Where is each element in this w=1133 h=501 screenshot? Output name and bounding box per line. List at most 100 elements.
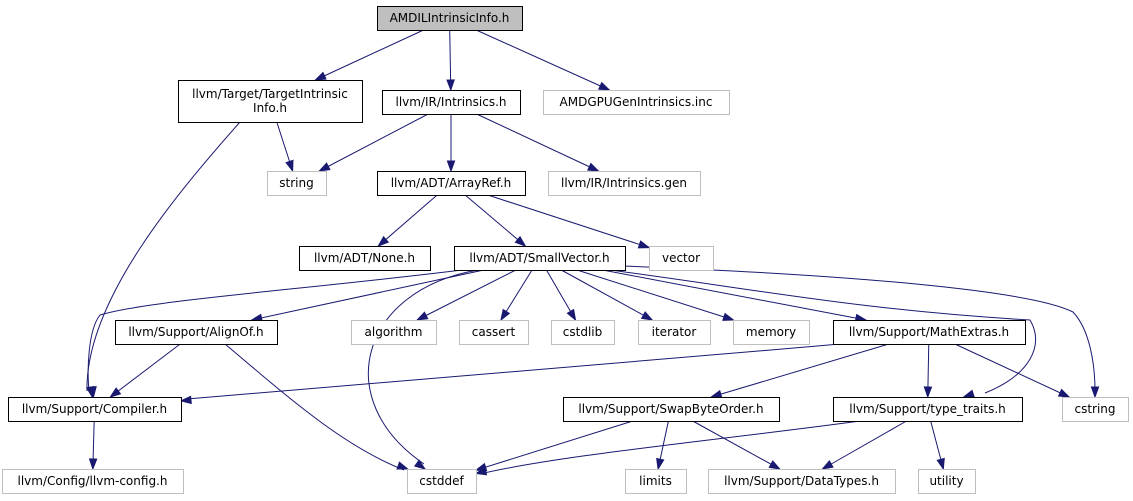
node-box <box>563 397 780 422</box>
node-label: llvm/ADT/SmallVector.h <box>469 251 609 265</box>
node-label: Info.h <box>253 101 287 115</box>
edge-arrowhead <box>587 162 600 172</box>
node-box <box>299 246 431 271</box>
edge-target-intrinsic-to-compiler <box>86 121 241 399</box>
node-arrayref[interactable]: llvm/ADT/ArrayRef.h <box>377 171 526 196</box>
node-iterator: iterator <box>638 320 711 345</box>
node-compiler[interactable]: llvm/Support/Compiler.h <box>8 397 182 422</box>
node-label: llvm/IR/Intrinsics.h <box>396 95 507 109</box>
node-label: llvm/Support/AlignOf.h <box>128 325 263 339</box>
edge-arrowhead <box>446 160 456 173</box>
node-swapbyteorder[interactable]: llvm/Support/SwapByteOrder.h <box>563 397 780 422</box>
edge-alignof-to-cstddef <box>224 343 410 471</box>
node-amdgpu-gen: AMDGPUGenIntrinsics.inc <box>543 90 730 115</box>
node-box <box>377 6 523 31</box>
edge-smallvector-to-memory <box>576 269 735 321</box>
edge-arrowhead <box>514 235 527 247</box>
edge-arrowhead <box>285 159 294 173</box>
edge-mathextras-to-compiler <box>179 343 841 405</box>
node-algorithm: algorithm <box>351 320 437 345</box>
edge-arrowhead <box>1057 388 1071 398</box>
edge-line <box>609 269 1037 394</box>
node-label: llvm/Support/MathExtras.h <box>849 325 1009 339</box>
edge-line <box>315 29 424 81</box>
node-limits: limits <box>625 469 687 494</box>
node-label: algorithm <box>365 325 423 339</box>
edge-arrowhead <box>318 162 331 172</box>
edge-line <box>576 269 734 321</box>
node-box <box>649 246 714 271</box>
node-box <box>115 320 278 345</box>
node-box <box>382 90 521 115</box>
node-label: cstdlib <box>563 325 602 339</box>
node-ir-intrinsics[interactable]: llvm/IR/Intrinsics.h <box>382 90 521 115</box>
node-box <box>8 397 182 422</box>
node-amdil[interactable]: AMDILIntrinsicInfo.h <box>377 6 523 31</box>
edge-target-intrinsic-to-string <box>276 121 294 173</box>
edge-line <box>623 265 1096 392</box>
edge-amdil-to-amdgpu-gen <box>475 29 611 91</box>
edge-type-traits-to-datatypes <box>821 420 907 470</box>
node-cstdlib: cstdlib <box>551 320 615 345</box>
node-utility: utility <box>918 469 976 494</box>
node-intrinsics-gen: llvm/IR/Intrinsics.gen <box>548 171 701 196</box>
edge-line <box>368 269 479 465</box>
nodes-layer: AMDILIntrinsicInfo.h llvm/Target/TargetIn… <box>2 6 1129 494</box>
node-label: iterator <box>652 325 697 339</box>
node-label: llvm/Support/DataTypes.h <box>724 474 879 488</box>
node-box <box>377 171 526 196</box>
node-box <box>833 320 1026 345</box>
node-box <box>543 90 730 115</box>
node-box <box>708 469 896 494</box>
node-box <box>733 320 810 345</box>
node-mathextras[interactable]: llvm/Support/MathExtras.h <box>833 320 1026 345</box>
node-smallvector[interactable]: llvm/ADT/SmallVector.h <box>454 246 626 271</box>
node-label: llvm/IR/Intrinsics.gen <box>561 176 687 190</box>
edge-type-traits-to-cstddef <box>474 420 861 476</box>
node-box <box>551 320 615 345</box>
edge-arrowhead <box>598 81 611 91</box>
edge-arrowhead <box>446 79 455 92</box>
node-box <box>351 320 437 345</box>
node-label: memory <box>746 325 796 339</box>
edge-arrowhead <box>500 308 511 322</box>
node-box <box>267 171 327 196</box>
node-label: utility <box>929 474 963 488</box>
edge-arrowhead <box>413 459 427 470</box>
node-label: vector <box>662 251 700 265</box>
node-none[interactable]: llvm/ADT/None.h <box>299 246 431 271</box>
node-label: cassert <box>472 325 516 339</box>
node-box <box>178 80 363 123</box>
edge-arrowhead <box>85 385 95 399</box>
edge-smallvector-to-iterator <box>561 269 654 321</box>
edge-line <box>476 113 599 172</box>
node-box <box>454 246 626 271</box>
edge-smallvector-to-cstddef <box>368 269 479 470</box>
node-box <box>2 469 184 494</box>
edge-line <box>464 194 526 247</box>
edge-line <box>475 420 633 471</box>
edge-line <box>319 113 429 172</box>
edge-line <box>487 194 650 249</box>
node-llvm-config: llvm/Config/llvm-config.h <box>2 469 184 494</box>
node-label: llvm/Target/TargetIntrinsic <box>192 87 348 101</box>
edge-type-traits-to-utility <box>930 420 945 471</box>
edge-arrowhead <box>1090 386 1100 399</box>
node-vector: vector <box>649 246 714 271</box>
edge-line <box>692 420 780 470</box>
node-label: AMDGPUGenIntrinsics.inc <box>560 95 713 109</box>
edge-arrowhead <box>474 466 488 476</box>
edge-smallvector-to-compiler <box>85 269 463 399</box>
node-label: cstring <box>1074 402 1115 416</box>
edge-arrowhead <box>109 387 122 398</box>
node-label: llvm/Support/Compiler.h <box>22 402 167 416</box>
node-box <box>548 171 701 196</box>
edge-mathextras-to-type-traits <box>923 343 933 399</box>
node-type-traits[interactable]: llvm/Support/type_traits.h <box>833 397 1023 422</box>
edge-smallvector-to-algorithm <box>415 269 517 321</box>
edge-arrowhead <box>377 235 390 247</box>
node-label: llvm/Support/SwapByteOrder.h <box>578 402 763 416</box>
node-alignof[interactable]: llvm/Support/AlignOf.h <box>115 320 278 345</box>
edge-line <box>87 269 463 392</box>
